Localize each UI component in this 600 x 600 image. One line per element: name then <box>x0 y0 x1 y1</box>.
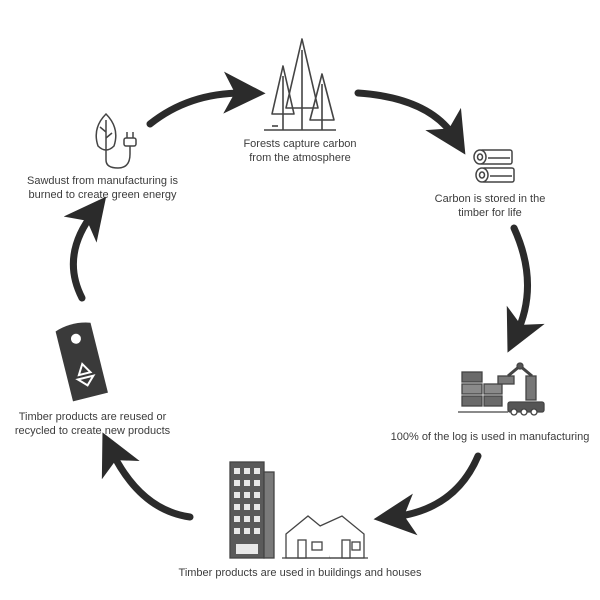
step-recycle-label: Timber products are reused or recycled t… <box>14 411 171 437</box>
step-forest-label: Forests capture carbon from the atmosphe… <box>243 138 357 164</box>
arrow-forest-to-timber <box>354 89 466 155</box>
forest-trees-icon <box>264 38 336 131</box>
step-buildings-label: Timber products are used in buildings an… <box>178 567 422 579</box>
buildings-houses-icon <box>229 461 368 559</box>
recycle-tag-icon <box>55 322 108 402</box>
arrow-energy-to-forest <box>146 71 266 128</box>
step-manufacturing-label: 100% of the log is used in manufacturing <box>390 431 590 443</box>
manufacturing-robot-icon <box>458 362 545 416</box>
arrow-recycle-to-energy <box>63 196 107 302</box>
arrow-timber-to-manufacturing <box>506 224 545 353</box>
timber-logs-icon <box>473 149 515 183</box>
arrow-buildings-to-recycle <box>101 432 194 521</box>
leaf-plug-energy-icon <box>95 112 137 169</box>
arrow-manufacturing-to-buildings <box>373 452 482 536</box>
step-energy-label: Sawdust from manufacturing is burned to … <box>26 175 178 201</box>
step-timber-label: Carbon is stored in the timber for life <box>434 193 546 219</box>
